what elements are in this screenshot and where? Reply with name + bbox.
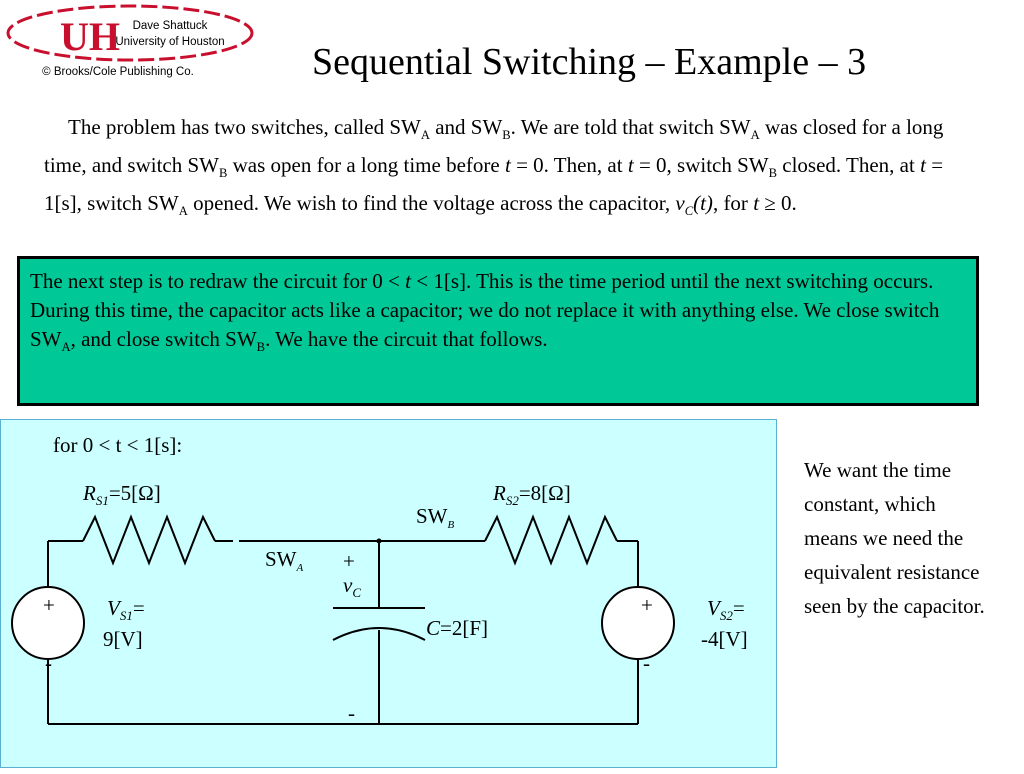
next-step-callout: The next step is to redraw the circuit f… — [17, 256, 979, 406]
vs2-plus: + — [641, 593, 653, 617]
intro-paragraph: The problem has two switches, called SWA… — [44, 115, 944, 219]
voltage-source-vs2 — [601, 586, 675, 660]
resistor-rs2 — [484, 514, 618, 566]
label-rs2: RS2=8[Ω] — [492, 481, 571, 508]
circuit-panel: for 0 < t < 1[s]: RS1=5[Ω] RS2=8[Ω] SWA … — [0, 419, 777, 768]
credit-org: University of Houston — [115, 36, 224, 48]
label-vc: vC — [343, 573, 361, 600]
vs1-plus: + — [43, 593, 55, 617]
vs1-minus: - — [45, 651, 52, 675]
circuit-node — [376, 538, 382, 544]
label-switch-b: SWB — [416, 504, 455, 531]
capacitor-plate-bottom — [332, 627, 426, 641]
logo-ellipse — [6, 4, 254, 62]
label-vs2-name: VS2= — [707, 596, 745, 623]
logo-uh-mark: UH — [60, 14, 120, 59]
vc-plus: + — [343, 549, 355, 573]
vs2-minus: - — [643, 651, 650, 675]
label-capacitor: C=2[F] — [426, 616, 488, 640]
slide-title: Sequential Switching – Example – 3 — [312, 41, 867, 83]
voltage-source-vs1 — [11, 586, 85, 660]
label-vs1-value: 9[V] — [103, 627, 143, 651]
university-logo-graphic: UH Dave Shattuck University of Houston ©… — [6, 4, 254, 78]
side-note: We want the time constant, which means w… — [804, 458, 985, 618]
circuit-condition: for 0 < t < 1[s]: — [53, 433, 182, 457]
label-rs1: RS1=5[Ω] — [82, 481, 161, 508]
circuit-diagram: for 0 < t < 1[s]: RS1=5[Ω] RS2=8[Ω] SWA … — [11, 433, 748, 725]
copyright: © Brooks/Cole Publishing Co. — [42, 66, 194, 78]
header-logo: UH Dave Shattuck University of Houston ©… — [0, 0, 260, 90]
label-switch-a: SWA — [265, 547, 304, 574]
label-vs2-value: -4[V] — [701, 627, 748, 651]
credit-name: Dave Shattuck — [133, 20, 208, 32]
vc-minus: - — [348, 701, 355, 725]
resistor-rs1 — [82, 514, 216, 566]
label-vs1-name: VS1= — [107, 596, 145, 623]
